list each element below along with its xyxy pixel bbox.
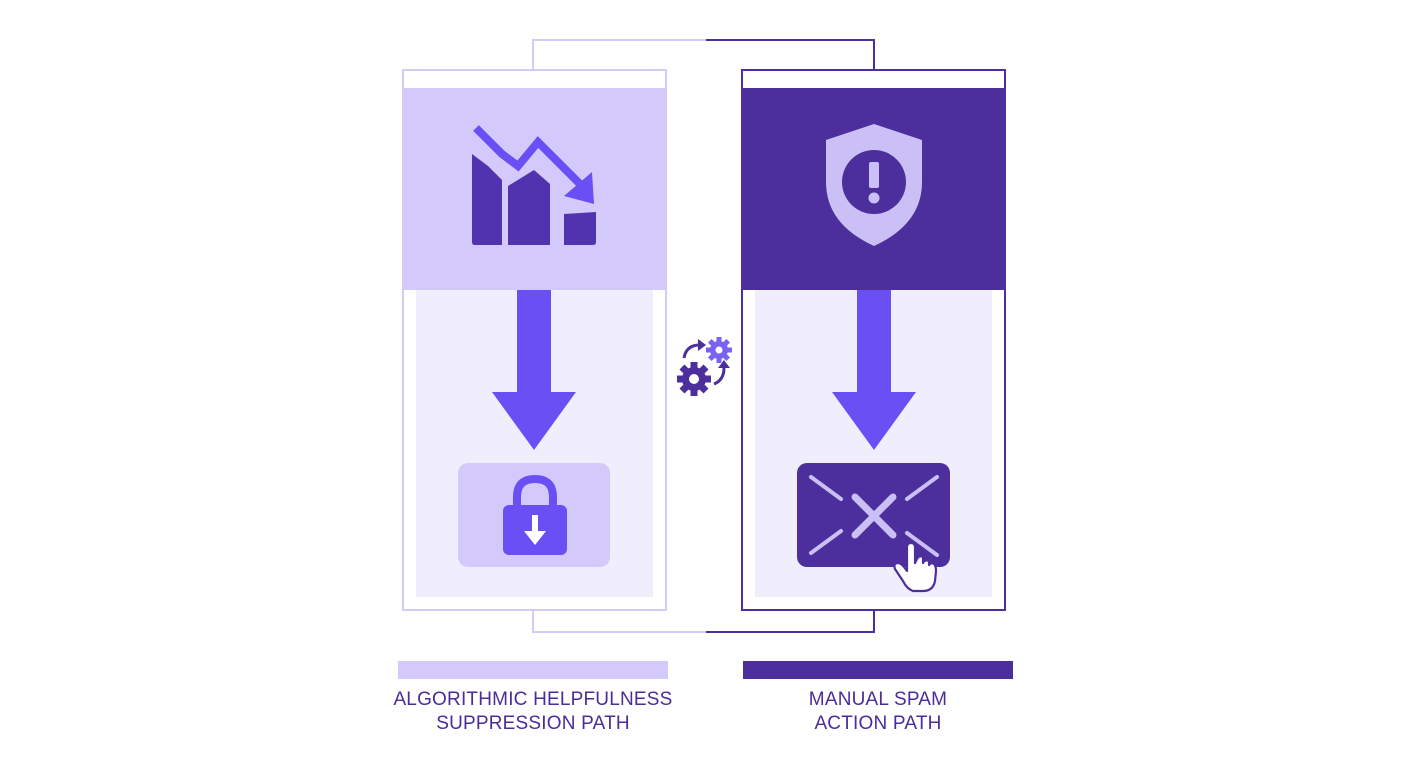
left-legend-swatch (398, 661, 668, 679)
shield-alert-icon (826, 124, 922, 246)
rejected-mail-click-icon (809, 475, 939, 593)
lock-download-icon (503, 474, 567, 555)
declining-chart-icon (472, 125, 596, 245)
right-down-arrow (832, 290, 916, 450)
gears-sync-icon (677, 337, 732, 396)
right-path-label-line2: ACTION PATH (814, 713, 942, 734)
left-path-label-line1: ALGORITHMIC HELPFULNESS (393, 689, 673, 710)
right-path-label: MANUAL SPAM ACTION PATH (718, 688, 1038, 736)
left-down-arrow (492, 290, 576, 450)
left-path-label: ALGORITHMIC HELPFULNESS SUPPRESSION PATH (373, 688, 693, 736)
right-path-label-line1: MANUAL SPAM (808, 689, 948, 710)
right-legend-swatch (743, 661, 1013, 679)
left-path-label-line2: SUPPRESSION PATH (436, 713, 630, 734)
